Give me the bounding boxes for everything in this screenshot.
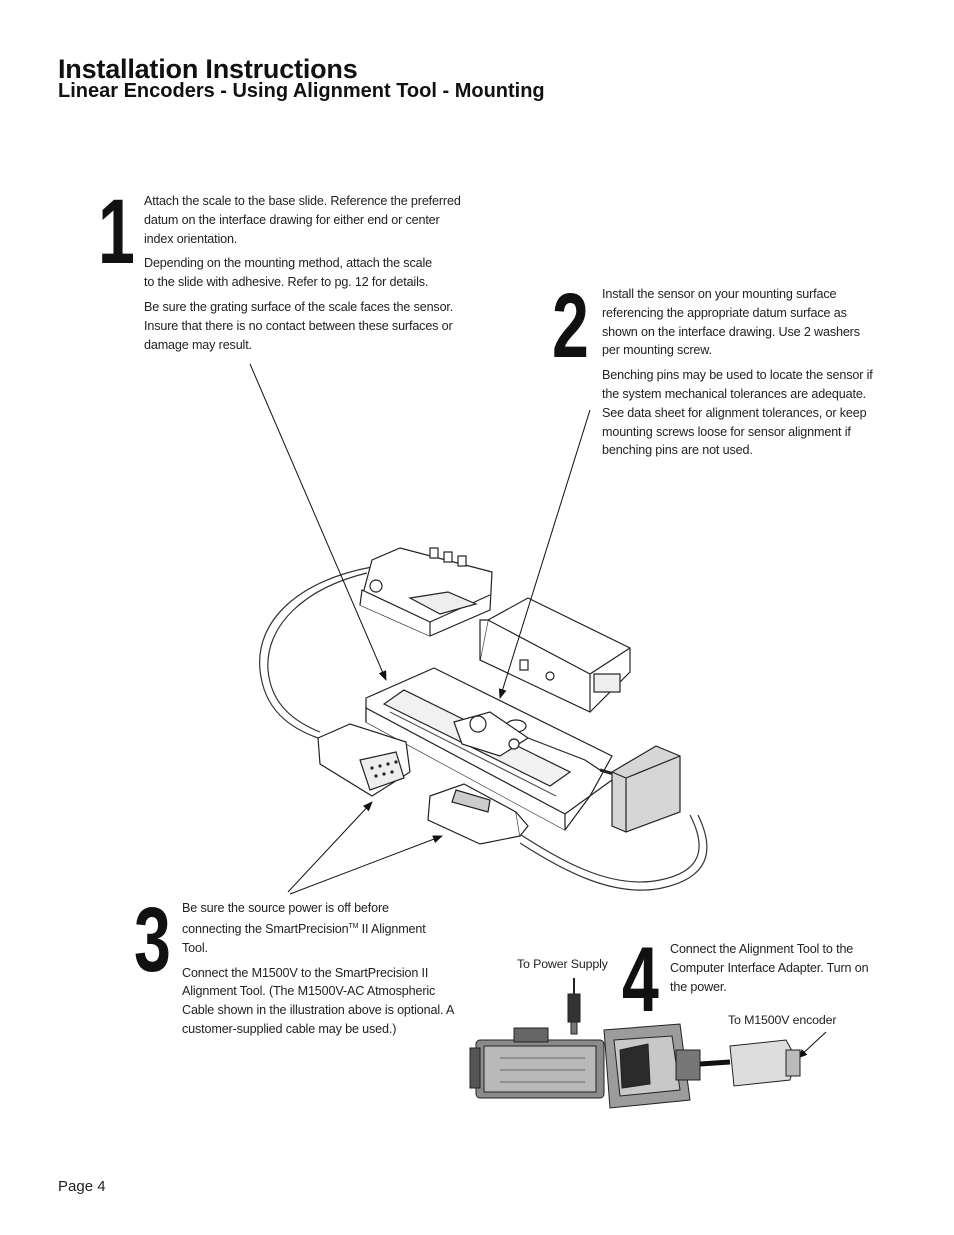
arrow-step-1 — [249, 363, 387, 681]
step-4-number: 4 — [622, 929, 659, 1031]
cable — [259, 566, 708, 891]
encoder-caption: To M1500V encoder — [728, 1013, 837, 1027]
sensor-housing — [479, 597, 631, 713]
step-1-paragraph: Be sure the grating surface of the scale… — [144, 299, 454, 352]
sensor-carriage — [453, 711, 615, 776]
end-block — [611, 745, 681, 833]
trademark-mark: TM — [348, 922, 359, 930]
power-supply-caption: To Power Supply — [517, 957, 608, 971]
arrow-encoder — [797, 1031, 827, 1059]
step-4-text: Connect the Alignment Tool to the Comput… — [670, 940, 875, 1002]
page-subtitle: Linear Encoders - Using Alignment Tool -… — [58, 80, 545, 102]
step-3-line-2: connecting the SmartPrecisionTM II Align… — [182, 918, 454, 958]
arrow-step-2 — [498, 409, 591, 699]
leader-arrows — [249, 363, 827, 1059]
step-1-paragraph: Depending on the mounting method, attach… — [144, 256, 432, 290]
page-number: Page 4 — [58, 1178, 106, 1195]
step-2-paragraph: Benching pins may be used to locate the … — [602, 368, 873, 458]
step-3-number: 3 — [134, 889, 171, 991]
step-1-paragraph: Attach the scale to the base slide. Refe… — [144, 194, 461, 246]
arrow-step-3b — [289, 835, 443, 895]
db15-connector — [317, 723, 411, 797]
step-2-text: Install the sensor on your mounting surf… — [602, 285, 874, 466]
step-3-text: Be sure the source power is off before c… — [182, 899, 454, 1045]
step-2-number: 2 — [552, 275, 589, 377]
step-1-text: Attach the scale to the base slide. Refe… — [144, 192, 464, 360]
step-3-paragraph: Connect the M1500V to the SmartPrecision… — [182, 965, 454, 1036]
step-3-line-2-suffix: II Alignment Tool. — [182, 921, 426, 955]
alignment-tool — [427, 783, 529, 845]
step-3-paragraph: Be sure the source power is off before — [182, 901, 389, 915]
step-1-number: 1 — [98, 181, 135, 283]
step-3-line-2-prefix: connecting the SmartPrecision — [182, 921, 349, 936]
arrow-step-3a — [287, 801, 373, 893]
step-4-paragraph: Connect the Alignment Tool to the Comput… — [670, 942, 869, 994]
page-title: Installation Instructions — [58, 54, 358, 84]
step-2-paragraph: Install the sensor on your mounting surf… — [602, 287, 860, 358]
step-4-photo — [469, 978, 801, 1109]
interface-adapter-box — [359, 547, 493, 637]
